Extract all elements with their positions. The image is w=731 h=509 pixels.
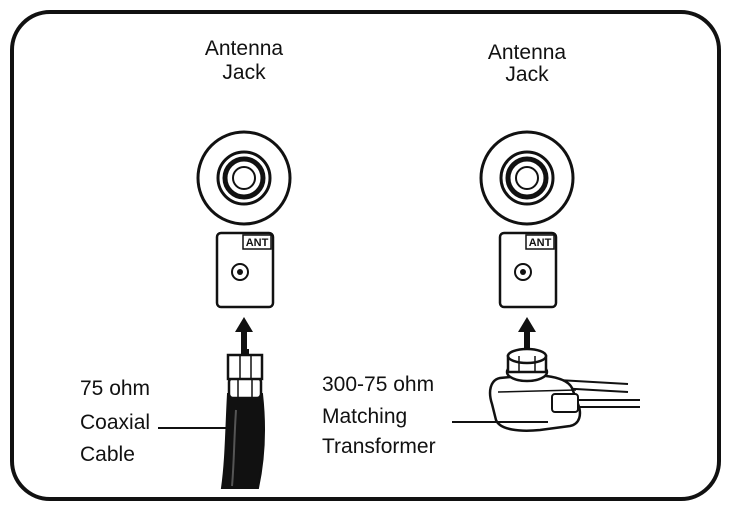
right-arrow-icon [518,317,536,354]
left-jack-label-line2: Jack [222,61,266,84]
right-jack-label-line2: Jack [505,63,549,86]
right-jack-label-line1: Antenna [487,41,567,64]
matching-transformer [488,347,640,432]
cable-label-line2: Coaxial [80,411,151,434]
left-arrow-icon [235,317,253,354]
transformer-label-line3: Transformer [322,435,436,458]
left-jack-label-line1: Antenna [204,37,284,60]
cable-label-line1: 75 ohm [80,377,151,400]
left-antenna-jack [196,130,292,226]
diagram-border [10,10,721,501]
transformer-label-line2: Matching [322,405,408,428]
right-ant-port: ANT [498,231,558,309]
coaxial-cable [220,349,266,489]
right-antenna-jack [479,130,575,226]
left-port-label: ANT [246,237,269,249]
left-ant-port: ANT [215,231,275,309]
right-port-label: ANT [529,237,552,249]
cable-label-line3: Cable [80,443,135,466]
transformer-label-line1: 300-75 ohm [322,373,435,396]
